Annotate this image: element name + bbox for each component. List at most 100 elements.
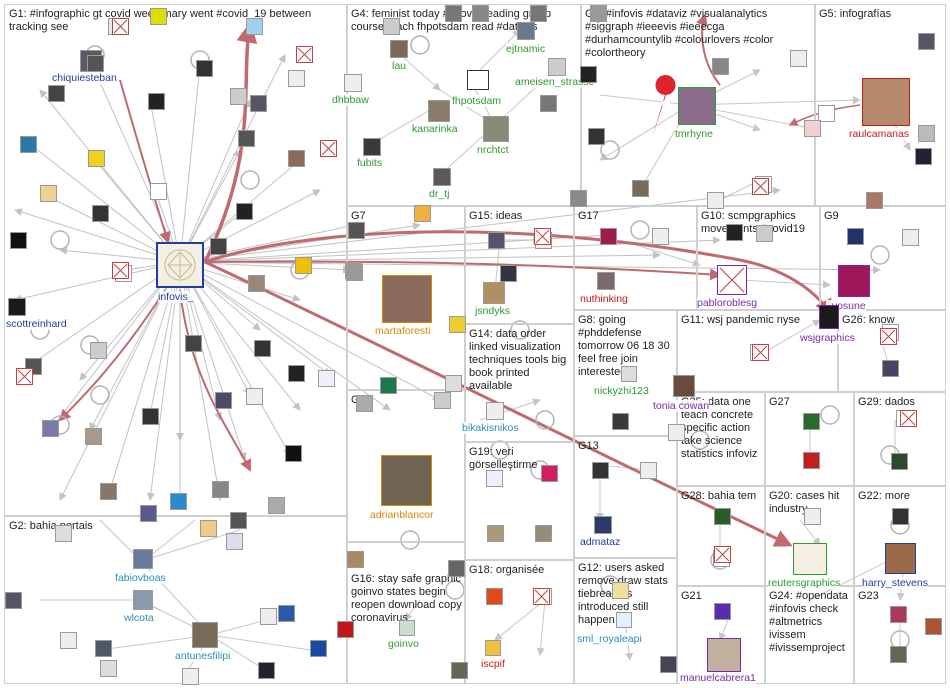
node-avatar-nrchtct[interactable] (483, 116, 509, 142)
node-avatar-wlcota[interactable] (133, 590, 153, 610)
node-avatar-ejtnamic[interactable] (517, 22, 535, 40)
node-avatar[interactable] (260, 608, 277, 625)
node-avatar-ameisen_strasse[interactable] (548, 58, 566, 76)
node-avatar[interactable] (612, 582, 629, 599)
node-avatar[interactable] (170, 493, 187, 510)
node-avatar[interactable] (640, 462, 657, 479)
node-avatar[interactable] (714, 603, 731, 620)
missing-image-node[interactable] (533, 588, 550, 605)
node-avatar[interactable] (42, 420, 59, 437)
node-avatar[interactable] (285, 445, 302, 462)
node-avatar[interactable] (140, 505, 157, 522)
node-avatar[interactable] (541, 465, 558, 482)
node-avatar[interactable] (612, 413, 629, 430)
node-avatar[interactable] (434, 392, 451, 409)
node-avatar[interactable] (890, 606, 907, 623)
node-avatar[interactable] (348, 222, 365, 239)
node-avatar[interactable] (40, 185, 57, 202)
node-avatar[interactable] (238, 130, 255, 147)
node-avatar[interactable] (5, 592, 22, 609)
node-avatar[interactable] (212, 481, 229, 498)
node-avatar[interactable] (590, 5, 607, 22)
node-avatar[interactable] (448, 560, 465, 577)
node-avatar[interactable] (486, 470, 503, 487)
node-avatar-dr_tj[interactable] (433, 168, 451, 186)
node-avatar[interactable] (230, 88, 247, 105)
node-avatar[interactable] (790, 50, 807, 67)
node-avatar[interactable] (258, 662, 275, 679)
node-avatar[interactable] (892, 508, 909, 525)
node-avatar[interactable] (652, 228, 669, 245)
node-avatar[interactable] (10, 232, 27, 249)
node-avatar[interactable] (488, 232, 505, 249)
node-avatar[interactable] (337, 621, 354, 638)
node-avatar-kanarinka[interactable] (428, 100, 450, 122)
node-avatar[interactable] (347, 551, 364, 568)
node-avatar[interactable] (500, 265, 517, 282)
node-avatar-fubits[interactable] (363, 138, 381, 156)
node-avatar[interactable] (866, 192, 883, 209)
node-avatar[interactable] (92, 205, 109, 222)
node-avatar[interactable] (20, 136, 37, 153)
node-avatar[interactable] (847, 228, 864, 245)
node-avatar[interactable] (707, 192, 724, 209)
node-avatar[interactable] (918, 33, 935, 50)
node-missing-pabloroblesg[interactable] (717, 265, 747, 295)
missing-image-node[interactable] (320, 140, 337, 157)
node-avatar[interactable] (714, 508, 731, 525)
node-avatar[interactable] (150, 8, 167, 25)
node-avatar[interactable] (726, 224, 743, 241)
node-avatar[interactable] (818, 105, 835, 122)
node-avatar[interactable] (100, 483, 117, 500)
node-avatar[interactable] (250, 95, 267, 112)
node-avatar-fabiovboas[interactable] (133, 549, 153, 569)
node-avatar[interactable] (712, 58, 729, 75)
missing-image-node[interactable] (16, 368, 33, 385)
node-avatar[interactable] (580, 66, 597, 83)
node-avatar[interactable] (185, 335, 202, 352)
missing-image-node[interactable] (880, 328, 897, 345)
node-avatar[interactable] (295, 257, 312, 274)
node-avatar[interactable] (278, 605, 295, 622)
node-avatar[interactable] (451, 662, 468, 679)
node-avatar[interactable] (100, 660, 117, 677)
node-avatar[interactable] (600, 228, 617, 245)
node-avatar[interactable] (804, 120, 821, 137)
node-avatar-adrianblancor[interactable] (381, 455, 432, 506)
node-avatar-reutersgraphics[interactable] (793, 543, 827, 575)
node-avatar[interactable] (196, 60, 213, 77)
node-avatar[interactable] (414, 205, 431, 222)
node-avatar-dhbbaw[interactable] (344, 74, 362, 92)
node-avatar-tmrhyne[interactable] (678, 87, 716, 125)
node-avatar[interactable] (200, 520, 217, 537)
node-avatar[interactable] (890, 646, 907, 663)
node-avatar-_yosune[interactable] (838, 265, 870, 297)
node-avatar[interactable] (380, 377, 397, 394)
node-avatar[interactable] (230, 512, 247, 529)
node-avatar[interactable] (268, 497, 285, 514)
node-avatar-nuthinking[interactable] (597, 272, 615, 290)
missing-image-node[interactable] (714, 546, 731, 563)
node-avatar[interactable] (246, 388, 263, 405)
node-avatar[interactable] (254, 340, 271, 357)
node-avatar-fhpotsdam[interactable] (467, 70, 489, 90)
node-avatar[interactable] (288, 365, 305, 382)
node-avatar[interactable] (95, 640, 112, 657)
node-avatar[interactable] (803, 452, 820, 469)
node-avatar[interactable] (588, 128, 605, 145)
node-avatar[interactable] (668, 424, 685, 441)
node-avatar-raulcamanas[interactable] (862, 78, 910, 126)
node-avatar[interactable] (226, 533, 243, 550)
node-avatar-antunesfilipi[interactable] (192, 622, 218, 648)
node-avatar[interactable] (236, 203, 253, 220)
node-avatar-goinvo[interactable] (399, 620, 415, 636)
node-avatar[interactable] (346, 264, 363, 281)
node-avatar[interactable] (318, 370, 335, 387)
node-avatar[interactable] (756, 225, 773, 242)
node-avatar[interactable] (882, 360, 899, 377)
missing-image-node[interactable] (752, 178, 769, 195)
node-avatar[interactable] (472, 5, 489, 22)
node-avatar[interactable] (383, 18, 400, 35)
node-avatar[interactable] (150, 183, 167, 200)
node-avatar[interactable] (210, 238, 227, 255)
